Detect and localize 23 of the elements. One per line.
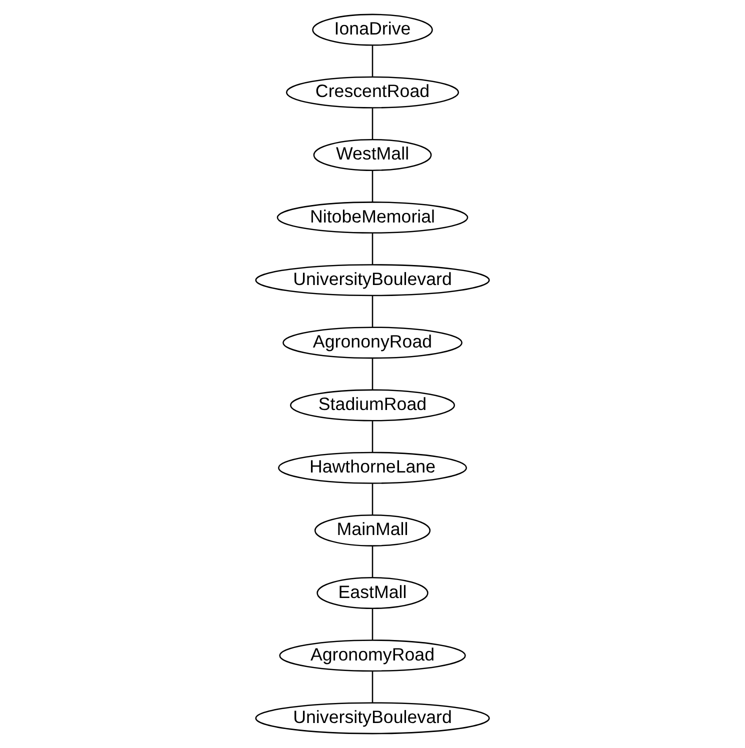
connector (372, 358, 374, 390)
connector (372, 46, 374, 77)
node-ellipse: UniversityBoulevard (255, 264, 490, 296)
node-ellipse: CrescentRoad (286, 76, 460, 108)
node-ellipse: StadiumRoad (290, 389, 456, 422)
node-ellipse: WestMall (313, 138, 432, 171)
node-ellipse: AgronomyRoad (279, 640, 466, 672)
connector (372, 170, 374, 202)
connector (372, 421, 374, 452)
node-ellipse: AgrononyRoad (282, 326, 462, 359)
connector (372, 108, 374, 140)
node-ellipse: HawthorneLane (278, 452, 468, 484)
node-ellipse: UniversityBoulevard (255, 702, 490, 734)
node-ellipse: MainMall (314, 514, 431, 546)
node-ellipse: IonaDrive (312, 14, 433, 46)
node-ellipse: NitobeMemorial (276, 202, 468, 234)
node-ellipse: EastMall (316, 577, 428, 610)
connector (372, 484, 374, 515)
connector (372, 233, 374, 264)
connector (372, 546, 374, 578)
connector (372, 608, 374, 640)
connector (372, 296, 374, 328)
connector (372, 671, 374, 703)
